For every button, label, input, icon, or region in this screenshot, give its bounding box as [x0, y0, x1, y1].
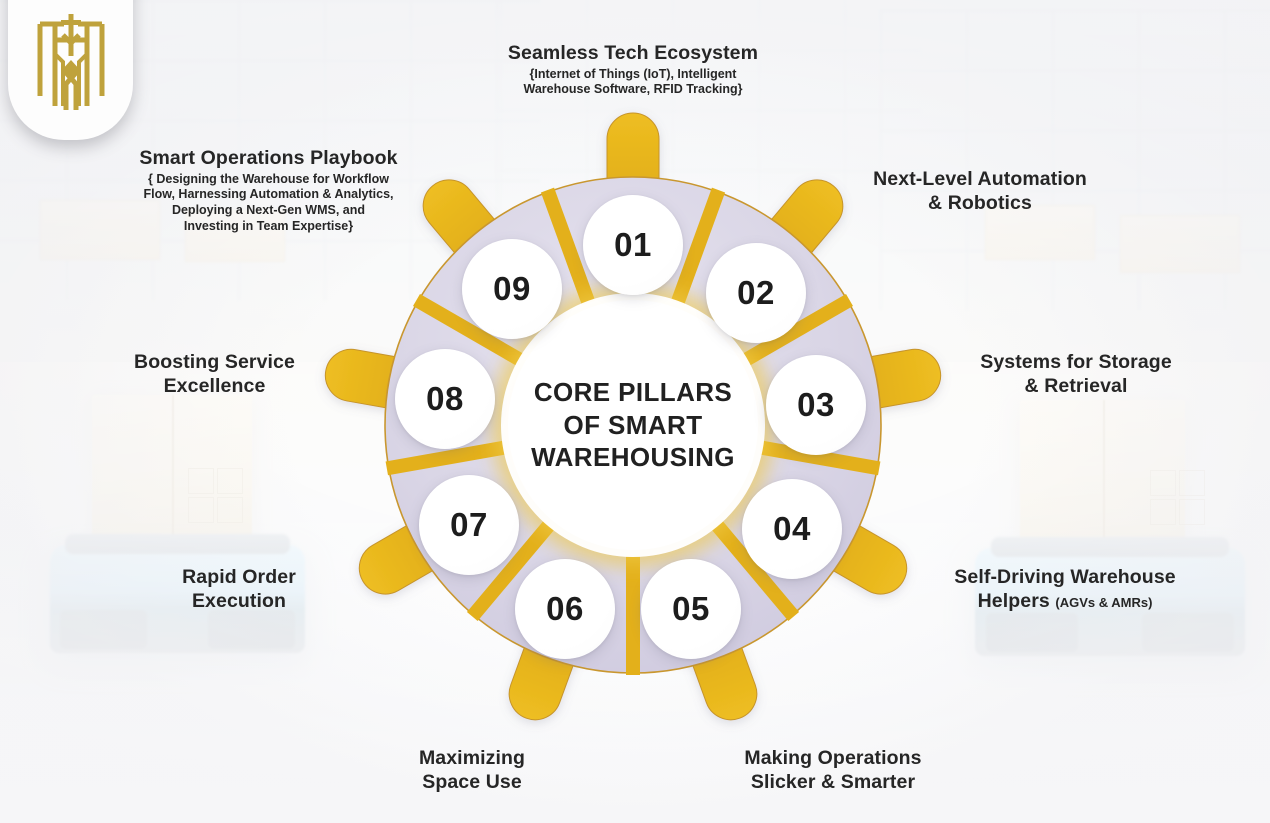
- pillar-number-label: 03: [797, 386, 835, 423]
- pillar-label-title: Execution: [191, 589, 287, 612]
- pillar-label-08[interactable]: Boosting Service Excellence: [112, 351, 317, 399]
- pillar-label-title: Rapid Order: [182, 566, 296, 588]
- pillar-number-label: 06: [546, 590, 584, 627]
- pillar-number-08[interactable]: 08: [395, 349, 495, 449]
- wheel-segment-dividers: [385, 187, 881, 675]
- pillar-label-subline: { Designing the Warehouse for Workflow: [148, 171, 389, 186]
- pillar-label-subline: Investing in Team Expertise}: [183, 218, 354, 233]
- pillar-label-subline: {Internet of Things (IoT), Intelligent: [529, 66, 737, 81]
- pillar-label-subline: Deploying a Next-Gen WMS, and: [171, 203, 366, 218]
- pillar-number-02[interactable]: 02: [706, 243, 806, 343]
- pillar-label-07[interactable]: Rapid Order Execution: [149, 566, 329, 614]
- pillar-label-title: Self-Driving Warehouse: [954, 566, 1176, 588]
- pillar-number-09[interactable]: 09: [462, 239, 562, 339]
- pillar-label-title: Next-Level Automation: [873, 168, 1087, 190]
- pillar-label-title: Smart Operations Playbook: [139, 147, 398, 169]
- company-crest-logo-icon: [37, 14, 104, 110]
- pillar-label-06[interactable]: Maximizing Space Use: [382, 747, 562, 795]
- pillar-number-label: 09: [493, 270, 531, 307]
- pillar-number-06[interactable]: 06: [515, 559, 615, 659]
- logo-badge[interactable]: [8, 0, 133, 140]
- pillar-label-title: Helpers (AGVs & AMRs): [930, 590, 1200, 614]
- pillar-label-03[interactable]: Systems for Storage & Retrieval: [956, 351, 1196, 399]
- pillar-label-subtext: { Designing the Warehouse for Workflow F…: [116, 172, 421, 235]
- pillar-number-label: 02: [737, 274, 775, 311]
- pillar-number-01[interactable]: 01: [583, 195, 683, 295]
- pillar-label-title: Boosting Service: [134, 351, 295, 373]
- pillar-label-title: Maximizing: [418, 747, 526, 769]
- pillar-label-title: & Robotics: [928, 191, 1032, 214]
- pillar-label-09[interactable]: Smart Operations Playbook { Designing th…: [116, 147, 421, 234]
- pillar-number-label: 01: [614, 226, 652, 263]
- pillar-label-subtext: {Internet of Things (IoT), Intelligent W…: [443, 67, 823, 98]
- center-title-line: OF SMART: [563, 409, 703, 440]
- pillar-number-label: 08: [426, 380, 464, 417]
- pillar-label-title: Systems for Storage: [980, 351, 1172, 373]
- pillar-label-01[interactable]: Seamless Tech Ecosystem {Internet of Thi…: [443, 42, 823, 98]
- pillar-label-subline: Warehouse Software, RFID Tracking}: [523, 82, 743, 97]
- pillar-label-05[interactable]: Making Operations Slicker & Smarter: [713, 747, 953, 795]
- pillar-label-title: Space Use: [422, 770, 522, 793]
- pillar-number-05[interactable]: 05: [641, 559, 741, 659]
- pillar-number-04[interactable]: 04: [742, 479, 842, 579]
- center-title-line: CORE PILLARS: [533, 376, 733, 407]
- pillar-number-label: 05: [672, 590, 710, 627]
- pillar-label-04[interactable]: Self-Driving Warehouse Helpers (AGVs & A…: [930, 566, 1200, 614]
- pillar-label-subline: Flow, Harnessing Automation & Analytics,: [143, 187, 394, 202]
- pillar-number-03[interactable]: 03: [766, 355, 866, 455]
- pillar-label-inline-subtext: (AGVs & AMRs): [1055, 594, 1153, 610]
- pillar-number-07[interactable]: 07: [419, 475, 519, 575]
- pillar-number-label: 04: [773, 510, 811, 547]
- pillar-label-title: Slicker & Smarter: [750, 770, 916, 793]
- pillar-label-title: Seamless Tech Ecosystem: [507, 42, 759, 64]
- center-hub: CORE PILLARS OF SMART WAREHOUSING: [508, 300, 758, 550]
- pillar-label-02[interactable]: Next-Level Automation & Robotics: [840, 168, 1120, 216]
- pillar-label-title: Making Operations: [744, 747, 922, 769]
- pillar-label-title: & Retrieval: [1024, 374, 1128, 397]
- pillar-number-label: 07: [450, 506, 488, 543]
- pillar-label-title-part: Helpers: [977, 589, 1050, 612]
- center-title-line: WAREHOUSING: [531, 442, 735, 473]
- center-title: CORE PILLARS OF SMART WAREHOUSING: [518, 376, 748, 474]
- pillar-label-title: Excellence: [163, 374, 266, 397]
